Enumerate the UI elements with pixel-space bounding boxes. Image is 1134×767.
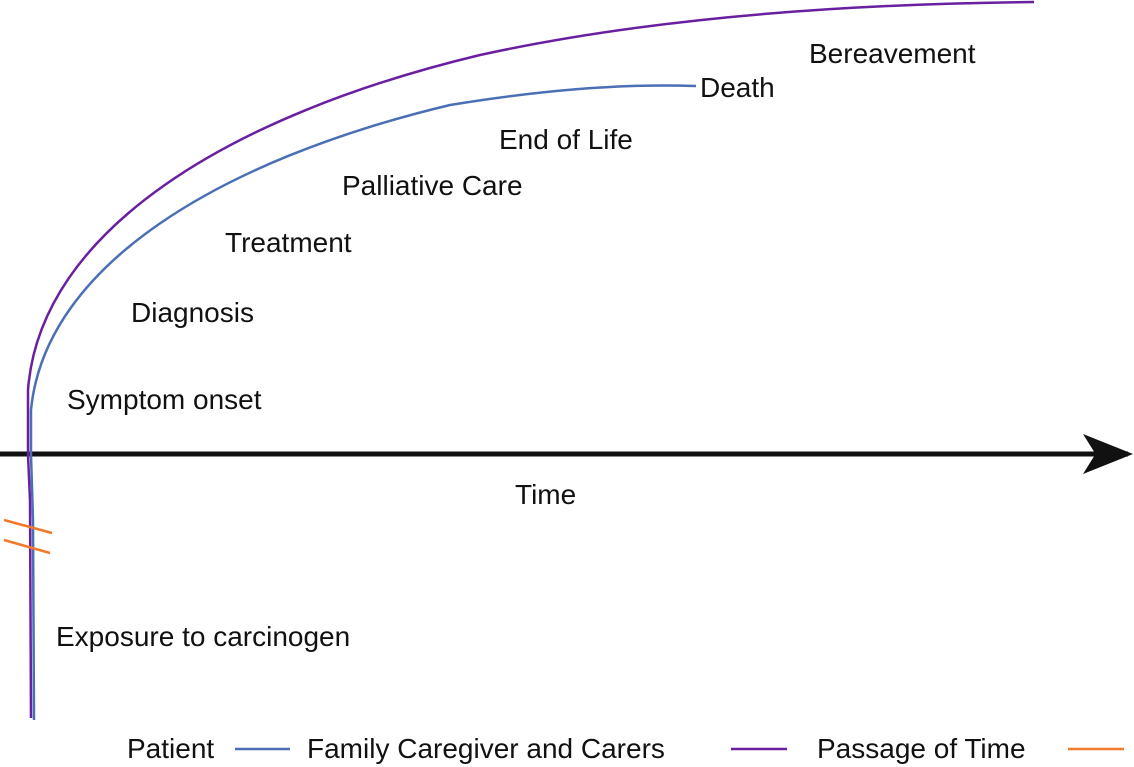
stage-label-bereavement: Bereavement xyxy=(809,38,976,69)
legend-label-passage-of-time: Passage of Time xyxy=(817,733,1026,764)
legend: Patient Family Caregiver and Carers Pass… xyxy=(127,733,1124,764)
stage-label-symptom-onset: Symptom onset xyxy=(67,384,262,415)
patient-curve xyxy=(29,84,697,721)
legend-label-family-caregiver: Family Caregiver and Carers xyxy=(307,733,665,764)
family-caregiver-curve xyxy=(26,0,1035,719)
legend-label-patient: Patient xyxy=(127,733,214,764)
stage-label-end-of-life: End of Life xyxy=(499,124,633,155)
stage-label-diagnosis: Diagnosis xyxy=(131,297,254,328)
stage-label-death: Death xyxy=(700,72,775,103)
time-axis-label: Time xyxy=(515,479,576,510)
passage-of-time-mark-upper xyxy=(3,518,53,535)
stage-label-treatment: Treatment xyxy=(225,227,352,258)
stage-label-exposure: Exposure to carcinogen xyxy=(56,621,350,652)
passage-of-time-mark-lower xyxy=(3,538,51,555)
stage-label-palliative-care: Palliative Care xyxy=(342,170,523,201)
